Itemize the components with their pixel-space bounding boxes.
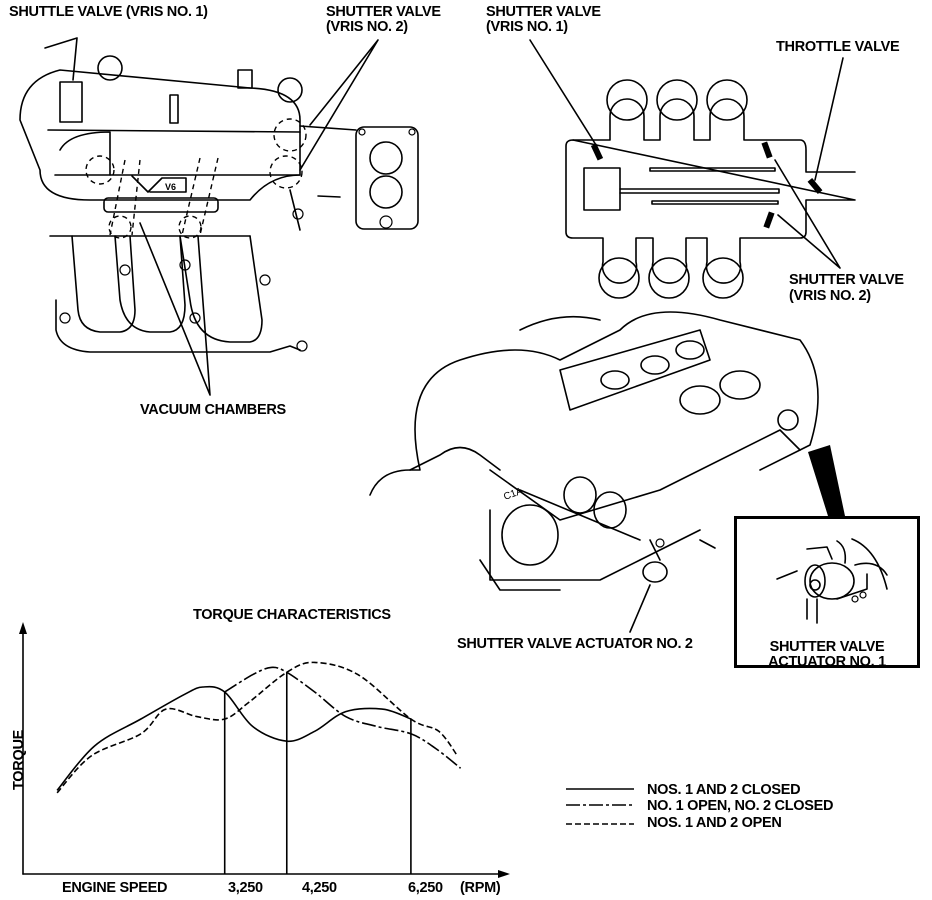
manifold-body — [19, 55, 419, 353]
svg-text:V6: V6 — [165, 182, 176, 192]
actuator-1-drawing — [776, 538, 888, 624]
y-axis-arrow — [19, 622, 27, 634]
label-actuator-no-1-line1: SHUTTER VALVE — [769, 639, 885, 655]
chart-title: TORQUE CHARACTERISTICS — [193, 607, 391, 623]
leader-lines-left — [44, 37, 379, 396]
label-shutter-valve-vris-1-2: (VRIS NO. 1) — [486, 19, 568, 35]
label-shutter-valve-vris-1-1: SHUTTER VALVE — [486, 4, 601, 20]
label-vacuum-chambers: VACUUM CHAMBERS — [140, 402, 286, 418]
series-line-dashed — [56, 661, 459, 794]
label-throttle-valve: THROTTLE VALVE — [776, 39, 900, 55]
x-axis-arrow — [498, 870, 510, 878]
v6-badge: V6 — [131, 175, 187, 193]
x-unit-label: (RPM) — [460, 880, 501, 896]
actuator-1-inset: SHUTTER VALVE ACTUATOR NO. 1 — [734, 516, 920, 670]
label-shutter-valve-vris-2-right-2: (VRIS NO. 2) — [789, 288, 871, 304]
torque-chart — [19, 622, 510, 878]
x-tick-label: 3,250 — [228, 880, 263, 896]
x-tick-label: 4,250 — [302, 880, 337, 896]
chart-y-label: TORQUE — [11, 730, 27, 790]
label-shutter-valve-vris-2-top-2: (VRIS NO. 2) — [326, 19, 408, 35]
series-line-dash-dot — [224, 666, 462, 769]
legend — [566, 788, 634, 825]
label-shutter-valve-vris-2-top-1: SHUTTER VALVE — [326, 4, 441, 20]
svg-text:C1A: C1A — [502, 486, 524, 503]
label-shutter-valve-vris-2-right-1: SHUTTER VALVE — [789, 272, 904, 288]
legend-label-dashdot: NO. 1 OPEN, NO. 2 CLOSED — [647, 798, 834, 814]
vris-schematic — [529, 39, 856, 299]
legend-label-solid: NOS. 1 AND 2 CLOSED — [647, 782, 801, 798]
legend-label-dashed: NOS. 1 AND 2 OPEN — [647, 815, 782, 831]
series-line-solid — [56, 685, 412, 791]
label-shuttle-valve-vris-1: SHUTTLE VALVE (VRIS NO. 1) — [9, 4, 208, 20]
label-actuator-no-2: SHUTTER VALVE ACTUATOR NO. 2 — [457, 636, 693, 652]
label-actuator-no-1-line2: ACTUATOR NO. 1 — [768, 654, 886, 670]
chart-x-label: ENGINE SPEED — [62, 880, 168, 896]
intake-manifold-3d-view: C1A — [369, 311, 845, 633]
x-tick-label: 6,250 — [408, 880, 443, 896]
